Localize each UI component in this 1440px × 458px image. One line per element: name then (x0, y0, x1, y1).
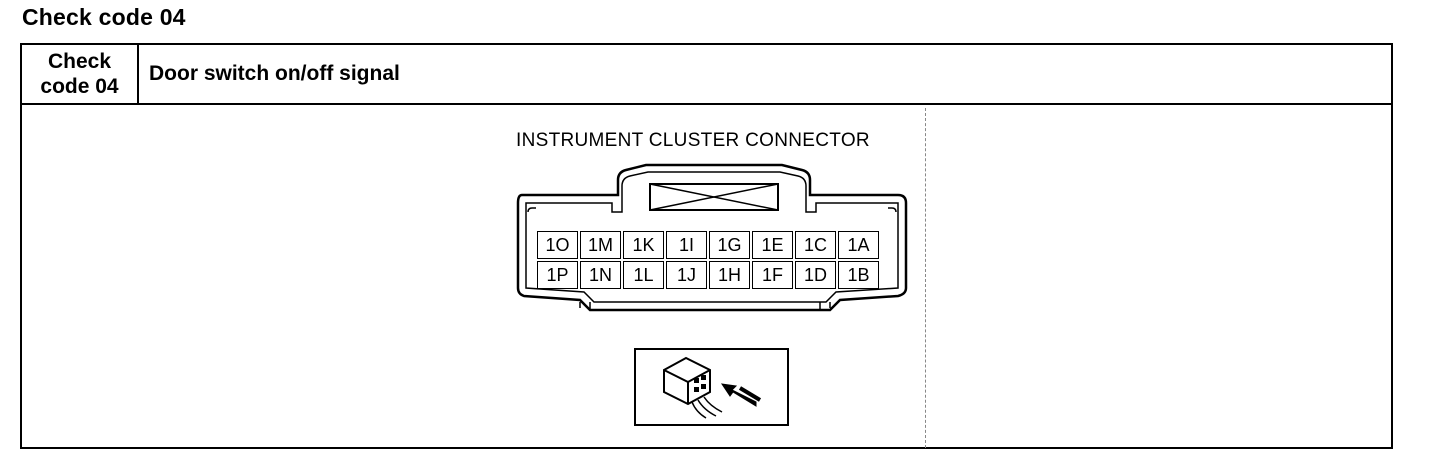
pin-1D: 1D (795, 261, 836, 289)
connector-figure: INSTRUMENT CLUSTER CONNECTOR 1O 1M 1K 1I… (500, 120, 930, 440)
check-code-label-line1: Check (47, 50, 112, 73)
section-title: Check code 04 (22, 4, 186, 30)
pin-1G: 1G (709, 231, 750, 259)
pin-1F: 1F (752, 261, 793, 289)
check-code-description: Door switch on/off signal (149, 62, 400, 85)
figure-title: INSTRUMENT CLUSTER CONNECTOR (516, 130, 870, 151)
check-code-table: Check code 04 Door switch on/off signal (20, 43, 1393, 449)
pin-1I: 1I (666, 231, 707, 259)
pin-1M: 1M (580, 231, 621, 259)
pin-1E: 1E (752, 231, 793, 259)
pin-1K: 1K (623, 231, 664, 259)
pin-1A: 1A (838, 231, 879, 259)
pin-1N: 1N (580, 261, 621, 289)
pin-1P: 1P (537, 261, 578, 289)
pin-1C: 1C (795, 231, 836, 259)
table-header-row: Check code 04 Door switch on/off signal (22, 45, 1391, 105)
pin-1O: 1O (537, 231, 578, 259)
column-divider (925, 108, 926, 448)
harness-side-connector-icon (634, 348, 789, 426)
pin-1L: 1L (623, 261, 664, 289)
pin-1H: 1H (709, 261, 750, 289)
check-code-cell: Check code 04 (22, 45, 139, 103)
pin-1B: 1B (838, 261, 879, 289)
check-code-label-line2: code 04 (40, 75, 119, 98)
connector-pin-grid: 1O 1M 1K 1I 1G 1E 1C 1A 1P 1N 1L 1J 1H 1… (536, 230, 880, 290)
connector-housing-diagram (516, 163, 908, 312)
pin-1J: 1J (666, 261, 707, 289)
